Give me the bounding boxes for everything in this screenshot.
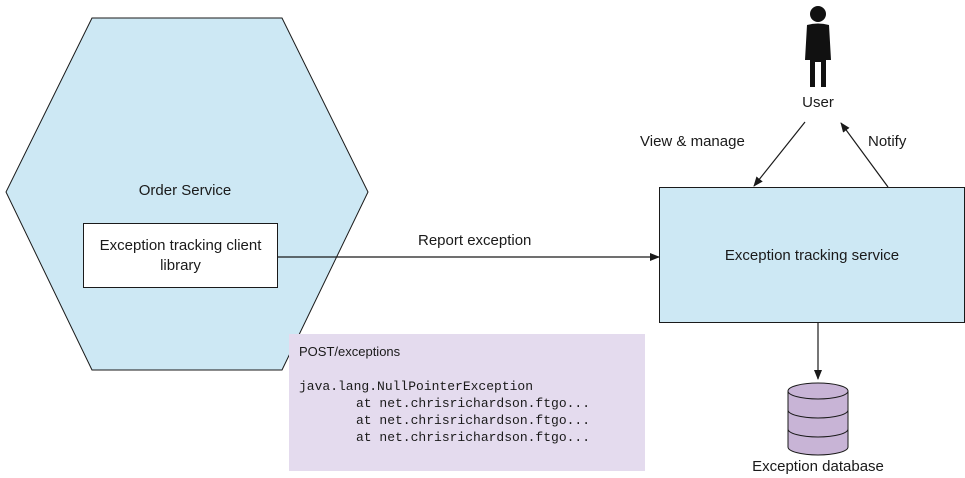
notify-arrow — [840, 122, 889, 188]
code-line: at net.chrisrichardson.ftgo... — [356, 430, 591, 445]
report-exception-label: Report exception — [418, 232, 532, 249]
user-label: User — [802, 94, 834, 111]
database-label: Exception database — [752, 458, 884, 475]
code-line: at net.chrisrichardson.ftgo... — [356, 413, 591, 428]
client-library-label: Exception tracking client library — [99, 236, 262, 274]
user-icon — [805, 6, 831, 87]
database-icon — [787, 382, 849, 456]
view-manage-arrow — [753, 121, 806, 187]
view-manage-label: View & manage — [640, 133, 745, 150]
request-title: POST/exceptions — [299, 344, 401, 359]
code-line: java.lang.NullPointerException — [299, 379, 534, 394]
notify-label: Notify — [868, 133, 907, 150]
exception-tracking-service-box[interactable]: Exception tracking service — [659, 187, 965, 323]
order-service-title: Order Service — [138, 182, 232, 199]
exception-tracking-service-label: Exception tracking service — [724, 246, 900, 264]
code-line: at net.chrisrichardson.ftgo... — [356, 396, 591, 411]
client-library-box[interactable]: Exception tracking client library — [83, 223, 278, 288]
request-payload-box: POST/exceptions java.lang.NullPointerExc… — [289, 334, 645, 471]
